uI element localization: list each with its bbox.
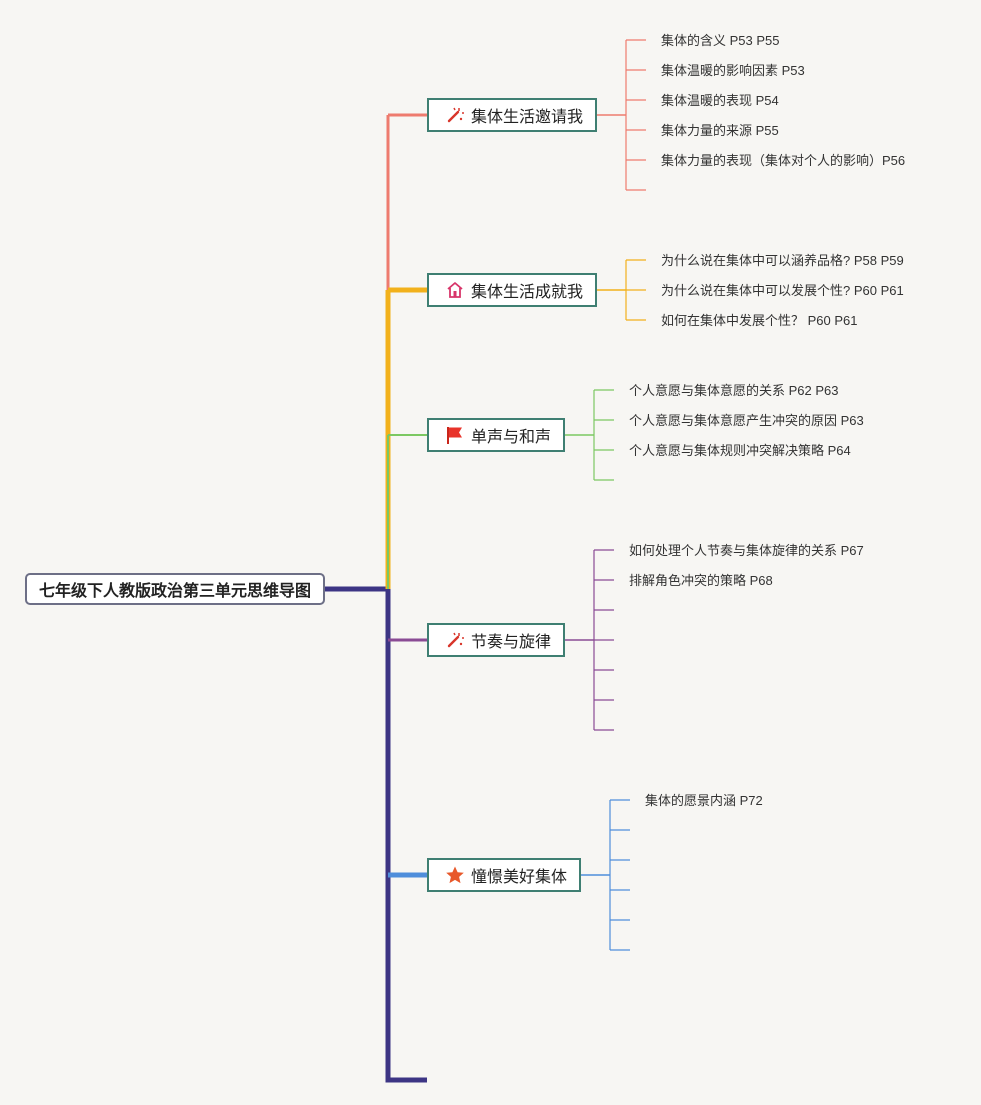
leaf-item[interactable]: 集体温暖的影响因素 P53	[661, 63, 805, 78]
leaf-item[interactable]: 个人意愿与集体规则冲突解决策略 P64	[629, 443, 851, 458]
leaf-item[interactable]: 如何在集体中发展个性？ P60 P61	[661, 313, 858, 328]
topic-collective-life-invites-me[interactable]: 集体生活邀请我	[427, 98, 598, 132]
leaf-item[interactable]: 个人意愿与集体意愿产生冲突的原因 P63	[629, 413, 864, 428]
magic-wand-icon	[445, 630, 465, 650]
topic-aspire-better-collective[interactable]: 憧憬美好集体	[427, 858, 582, 892]
magic-wand-icon	[445, 105, 465, 125]
leaf-item[interactable]: 如何处理个人节奏与集体旋律的关系 P67	[629, 543, 864, 558]
leaf-item[interactable]: 为什么说在集体中可以发展个性? P60 P61	[661, 283, 904, 298]
topic-label: 集体生活邀请我	[471, 109, 584, 126]
topic-label: 节奏与旋律	[471, 634, 552, 651]
root-topic[interactable]: 七年级下人教版政治第三单元思维导图	[25, 573, 325, 605]
leaf-item[interactable]: 集体的含义 P53 P55	[661, 33, 780, 48]
leaf-item[interactable]: 集体的愿景内涵 P72	[645, 793, 763, 808]
leaf-item[interactable]: 为什么说在集体中可以涵养品格? P58 P59	[661, 253, 904, 268]
topic-label: 单声与和声	[471, 429, 552, 446]
leaf-item[interactable]: 集体温暖的表现 P54	[661, 93, 779, 108]
leaf-item[interactable]: 排解角色冲突的策略 P68	[629, 573, 773, 588]
home-icon	[445, 280, 465, 300]
topic-solo-and-harmony[interactable]: 单声与和声	[427, 418, 566, 452]
star-icon	[445, 865, 465, 885]
leaf-item[interactable]: 集体力量的表现（集体对个人的影响）P56	[661, 153, 906, 168]
topic-label: 憧憬美好集体	[471, 869, 568, 886]
flag-icon	[445, 425, 465, 445]
leaf-item[interactable]: 集体力量的来源 P55	[661, 123, 779, 138]
topic-rhythm-and-melody[interactable]: 节奏与旋律	[427, 623, 566, 657]
root-title: 七年级下人教版政治第三单元思维导图	[38, 583, 311, 600]
topic-collective-life-achieves-me[interactable]: 集体生活成就我	[427, 273, 598, 307]
topic-label: 集体生活成就我	[471, 284, 584, 301]
leaf-item[interactable]: 个人意愿与集体意愿的关系 P62 P63	[629, 383, 839, 398]
